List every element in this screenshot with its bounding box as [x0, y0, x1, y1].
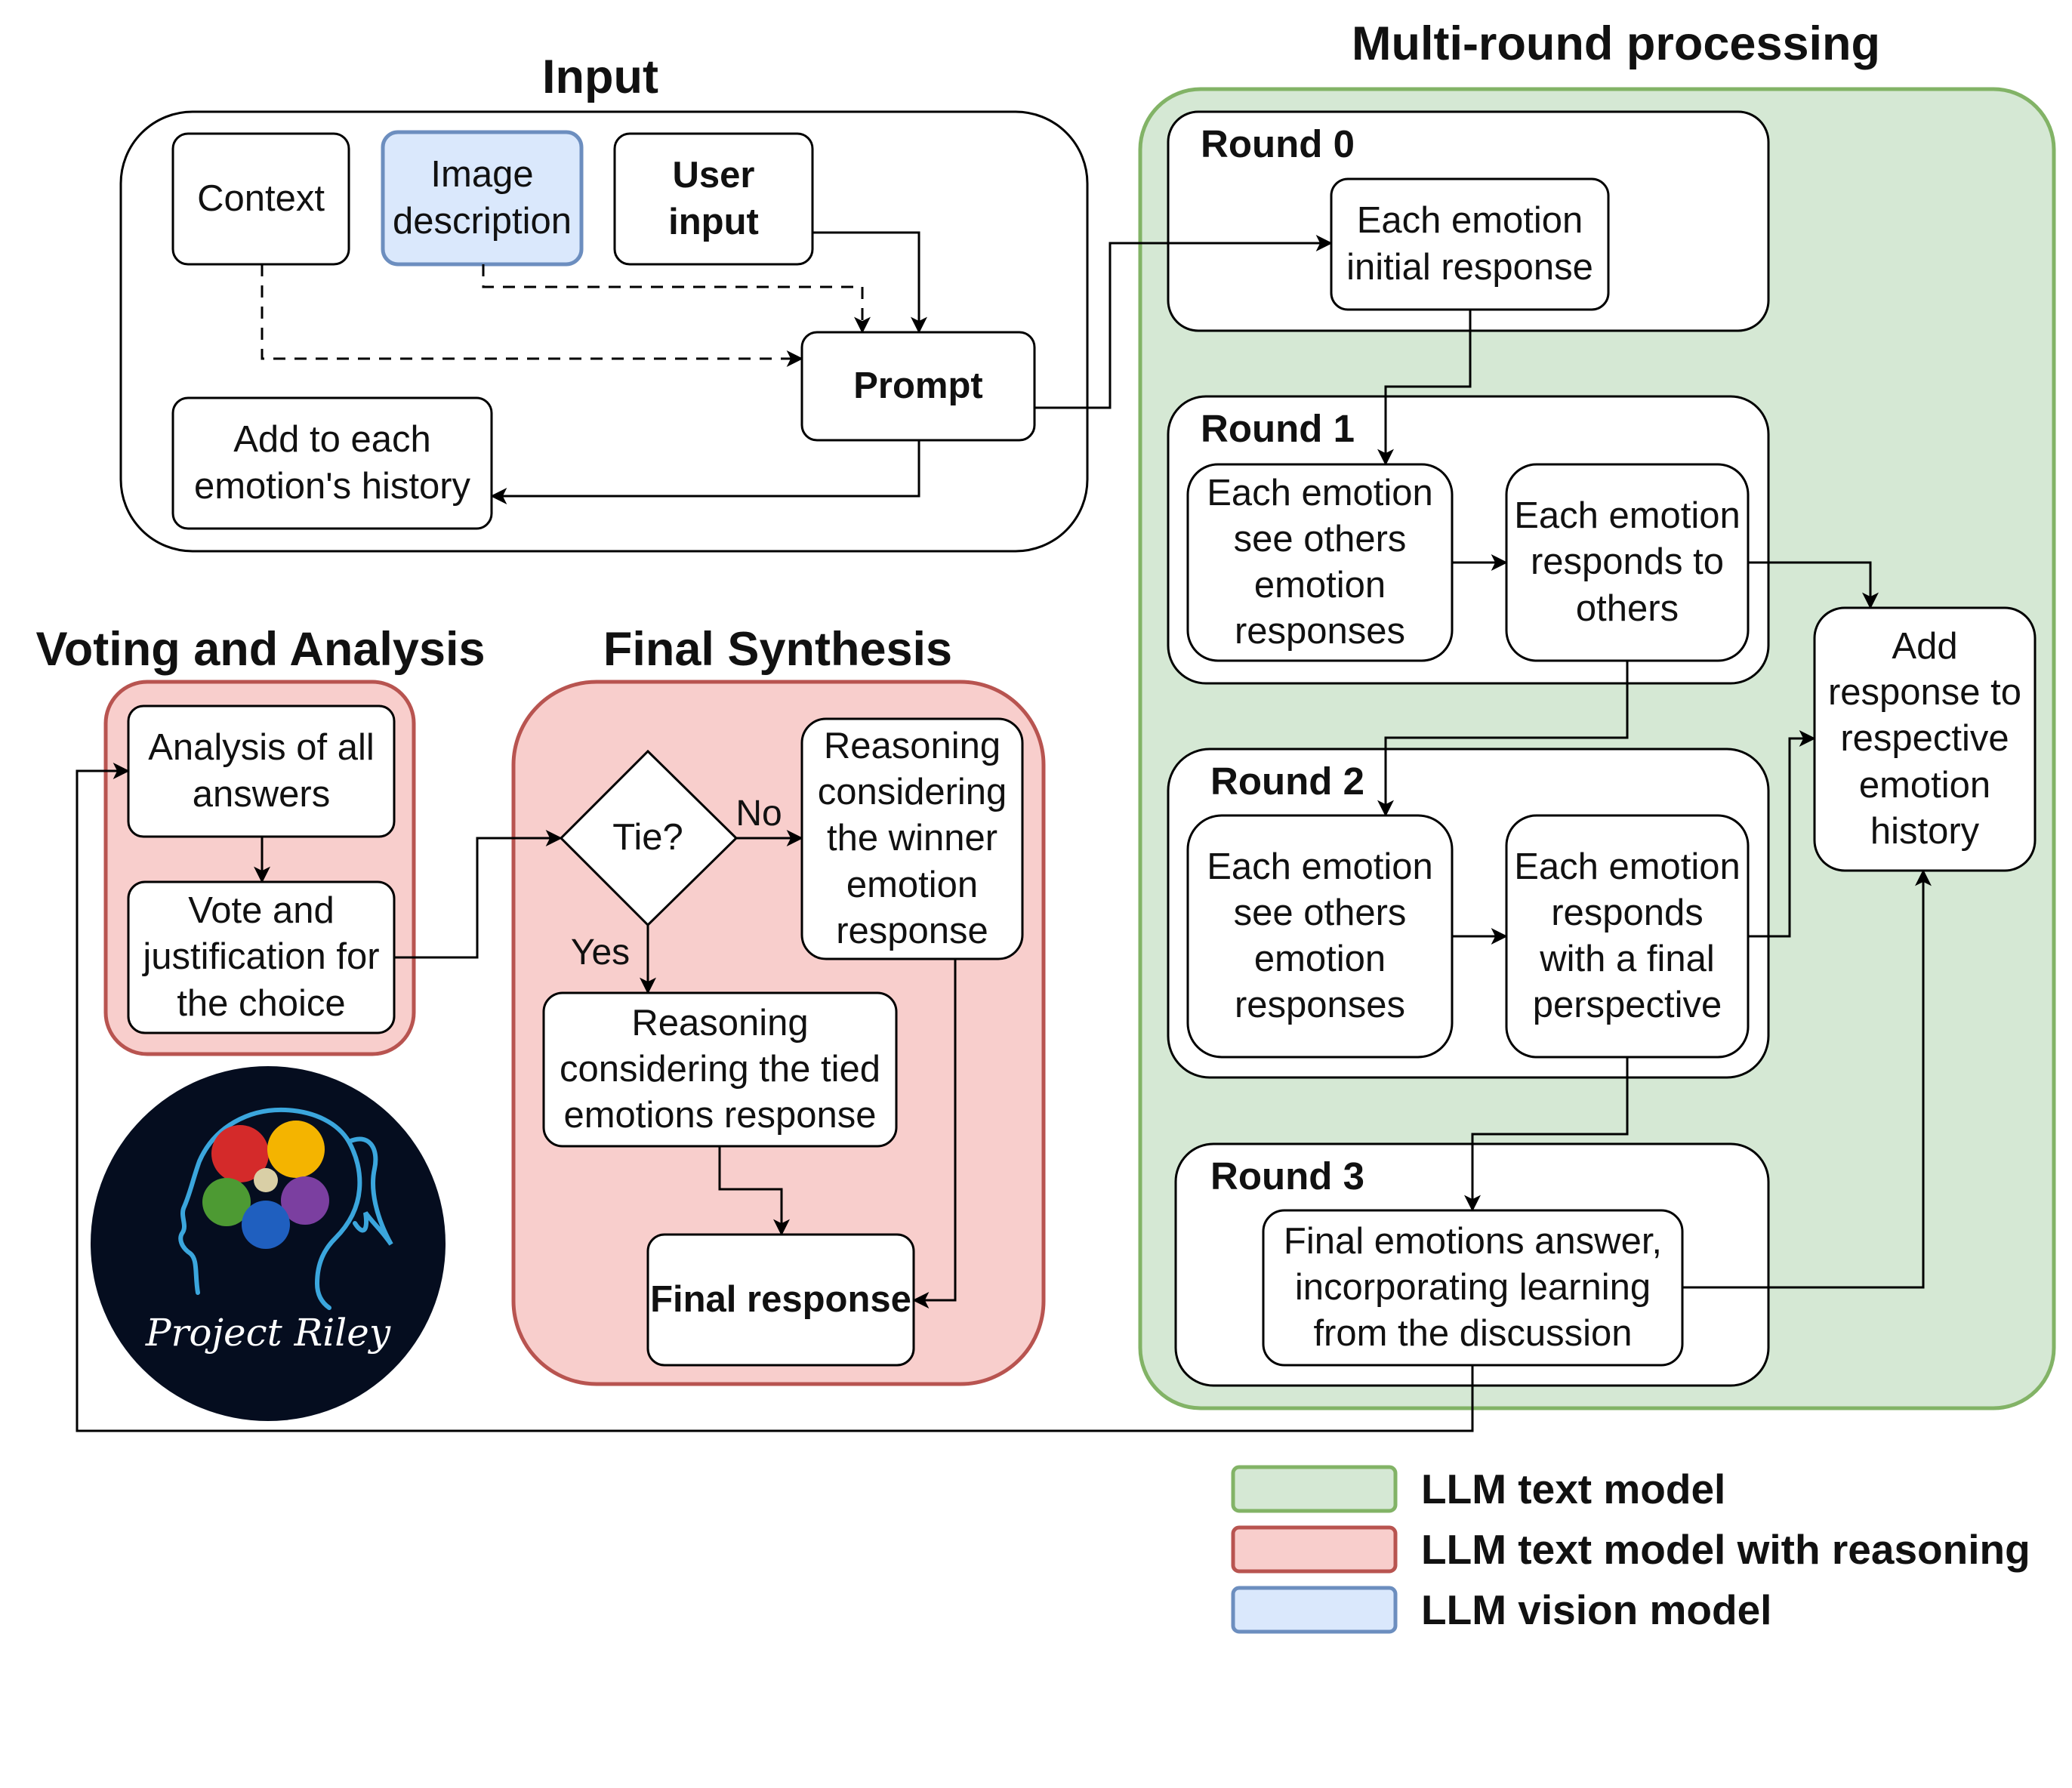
round3-title: Round 3 [1210, 1154, 1364, 1198]
final-synthesis-title: Final Synthesis [603, 622, 953, 676]
legend-swatch-reasoning [1231, 1525, 1398, 1574]
head-with-emotion-faces-icon [178, 1107, 393, 1310]
prompt-label: Prompt [853, 365, 983, 406]
face-sadness [242, 1201, 290, 1249]
round1-see-label: Each emotion see others emotion response… [1207, 472, 1433, 652]
round2-title: Round 2 [1210, 760, 1364, 803]
connector-round3-analysis [76, 763, 1474, 1432]
legend-label-reasoning: LLM text model with reasoning [1421, 1525, 2030, 1573]
round0-title: Round 0 [1201, 122, 1355, 166]
round1-respond-label: Each emotion responds to others [1514, 495, 1741, 629]
legend-swatch-vision [1231, 1586, 1398, 1634]
image-description-label: Image description [393, 154, 572, 242]
round2-respond-label: Each emotion responds with a final persp… [1514, 846, 1741, 1026]
connector-prompt-history [490, 440, 920, 504]
face-fear [281, 1176, 329, 1225]
connector-r2-add-response [1748, 730, 1816, 938]
connector-user-input-prompt [812, 231, 927, 334]
round1-title: Round 1 [1201, 407, 1355, 451]
final-response-label: Final response [650, 1278, 911, 1320]
no-label: No [735, 794, 782, 834]
tie-label: Tie? [612, 817, 683, 859]
legend-label-text: LLM text model [1421, 1465, 1726, 1512]
add-history-label: Add to each emotion's history [193, 419, 471, 507]
connector-round0-round1 [1377, 310, 1472, 466]
add-response-label: Add response to respective emotion histo… [1827, 625, 2022, 852]
yes-label: Yes [570, 933, 631, 973]
connector-context-prompt [261, 264, 803, 367]
face-joy [267, 1121, 325, 1178]
round2-see-label: Each emotion see others emotion response… [1207, 846, 1433, 1026]
vote-label: Vote and justification for the choice [143, 890, 380, 1024]
connector-prompt-round0 [1034, 235, 1333, 409]
context-label: Context [197, 177, 325, 219]
input-title: Input [542, 50, 658, 103]
analysis-label: Analysis of all answers [148, 727, 375, 815]
winner-reasoning-label: Reasoning considering the winner emotion… [817, 725, 1007, 951]
project-riley-logo [91, 1066, 446, 1421]
round3-final-label: Final emotions answer, incorporating lea… [1283, 1220, 1663, 1355]
connector-round1-round2 [1377, 661, 1629, 817]
connector-winner-final [912, 959, 957, 1309]
user-input-box [613, 132, 814, 266]
multi-round-title: Multi-round processing [1352, 17, 1880, 70]
connector-round2-round3 [1464, 1057, 1629, 1212]
tied-reasoning-label: Reasoning considering the tied emotions … [560, 1002, 880, 1136]
ponytail [347, 1136, 393, 1246]
round0-initial-label: Each emotion initial response [1346, 200, 1593, 288]
center-dot [254, 1168, 278, 1192]
legend-swatch-text [1231, 1465, 1398, 1513]
legend-label-vision: LLM vision model [1421, 1586, 1772, 1633]
user-input-label: User input [668, 155, 759, 242]
add-history-box [171, 396, 493, 530]
voting-title: Voting and Analysis [35, 622, 486, 676]
connector-image-prompt [482, 264, 871, 334]
connector-r1-add-response [1748, 561, 1879, 609]
connector-r3-add-response [1682, 869, 1932, 1289]
head-outline [178, 1107, 362, 1310]
logo-text: Project Riley [145, 1310, 391, 1355]
face-anger [211, 1125, 269, 1182]
face-disgust [202, 1178, 251, 1226]
connector-vote-tie [394, 830, 563, 959]
connector-tied-final [718, 1146, 790, 1236]
